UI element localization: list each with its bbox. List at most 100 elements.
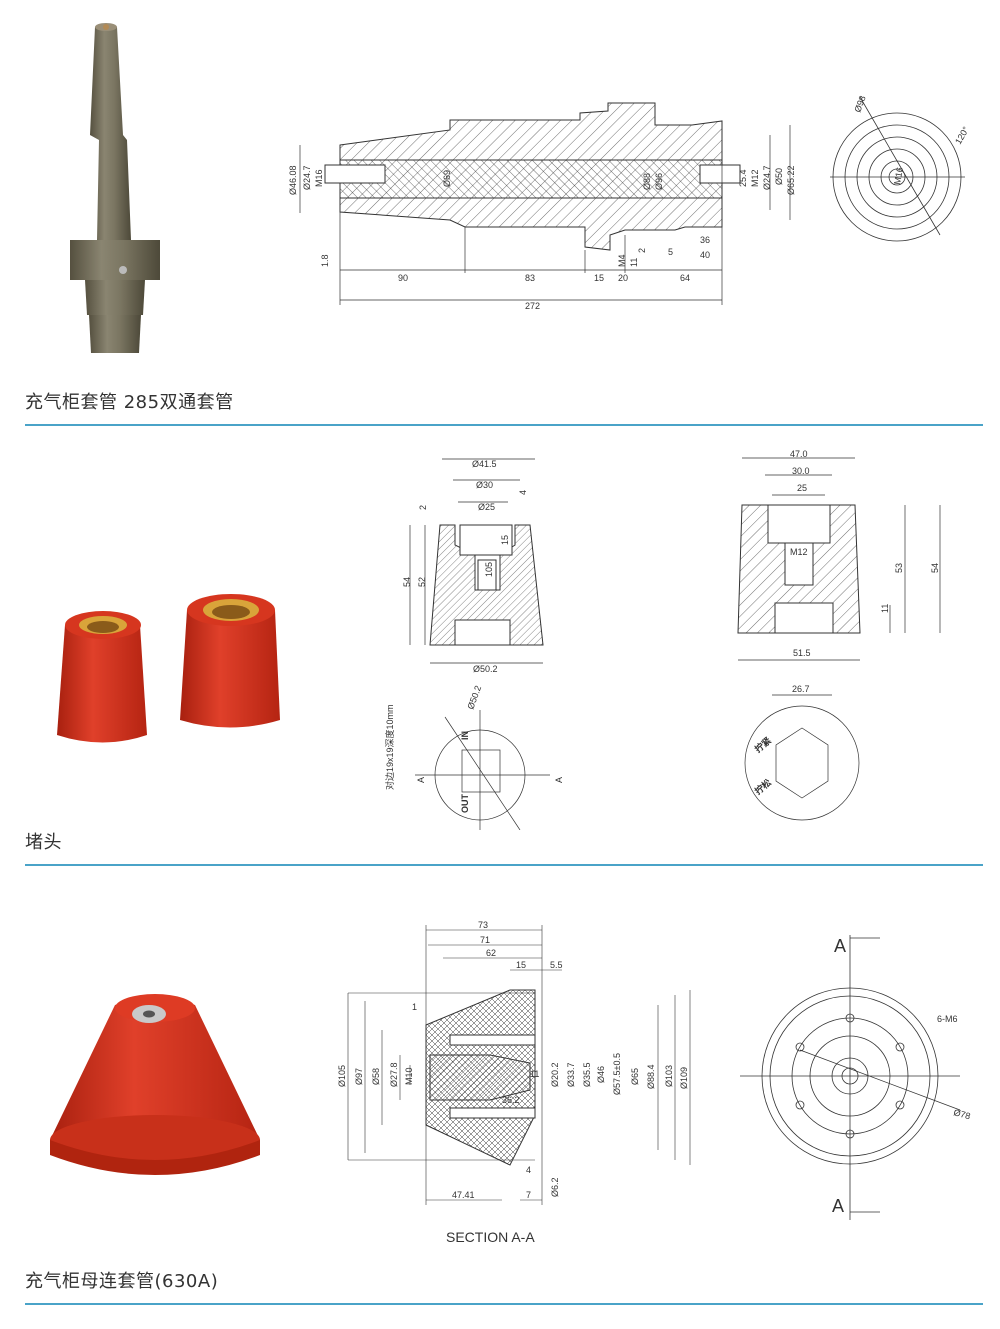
section-marker: A [554,777,564,783]
dim-label: 83 [525,273,535,283]
dim-label: 2 [637,248,647,253]
bushing-285-section-drawing: Ø46.08 Ø24.7 M16 Ø69 Ø88 Ø96 25.4 M12 Ø2… [288,102,796,311]
dim-label: 4 [526,1165,531,1175]
section-marker-top: A [834,936,846,956]
dim-label: Ø33.7 [566,1062,576,1087]
section-marker: A [416,777,426,783]
dim-label: Ø25 [478,502,495,512]
section-caption: SECTION A-A [446,1229,535,1245]
dim-label: 71 [480,935,490,945]
dim-label: 54 [930,563,940,573]
dim-label: Ø30 [476,480,493,490]
rotation-label-loosen: 拧松 [752,777,773,797]
note-text: 对边19x19深度10mm [384,704,395,790]
dim-label: M4 [617,254,627,267]
dim-label: 5.5 [550,960,563,970]
dim-label: M10 [404,1067,414,1085]
dim-label: Ø96 [654,173,664,190]
dim-label: 4 [518,490,528,495]
bushing-285-end-view: Ø98 120° M16 [830,94,971,242]
dim-label: 15 [500,535,510,545]
dim-label: 51.5 [793,648,811,658]
dim-label: 7 [526,1190,531,1200]
dim-label: 11 [880,604,890,613]
section-divider [25,424,983,426]
dim-label: Ø46.08 [288,165,298,195]
dim-label: 62 [486,948,496,958]
rotation-label-tighten: 拧紧 [752,735,773,755]
section-title-end-cap: 堵头 [25,832,62,853]
dim-label: 105 [484,562,494,577]
dim-label: Ø50.2 [473,664,498,674]
dim-label: Ø88 [642,173,652,190]
dim-label: 53 [894,563,904,573]
dim-label: Ø98 [852,94,867,113]
section-divider [25,864,983,866]
coupling-bushing-end-view: A A 6-M6 Ø78 [740,935,972,1220]
section-title-285-bushing: 充气柜套管 285双通套管 [25,392,234,413]
dim-label: Ø58 [371,1068,381,1085]
section-divider [25,1303,983,1305]
dim-label: Ø57.5±0.5 [612,1053,622,1095]
dim-label: Ø103 [664,1065,674,1087]
dim-label: 26.7 [792,684,810,694]
dim-label: Ø65 [630,1068,640,1085]
dim-label: 64 [680,273,690,283]
dim-label: 2 [418,505,428,510]
dim-label: 30.0 [792,466,810,476]
dim-label: Ø69 [442,170,452,187]
dim-label: M16 [892,166,905,185]
dim-label: Ø105 [337,1065,347,1087]
dim-label: Ø24.7 [302,165,312,190]
coupling-bushing-photo [50,994,260,1175]
dim-label: 36 [700,235,710,245]
bushing-285-photo [70,23,160,353]
dim-label: 11 [629,258,639,267]
dim-label: Ø41.5 [472,459,497,469]
dim-label: Ø6.2 [550,1177,560,1197]
dim-label: Ø35.5 [582,1062,592,1087]
dim-label: 15 [594,273,604,283]
dim-label: M12 [750,169,760,187]
section-marker-bottom: A [832,1196,844,1216]
dim-label: 6-M6 [937,1014,958,1024]
dim-label: M12 [790,547,808,557]
dim-label: Ø24.7 [762,165,772,190]
dim-label: Ø65.22 [786,165,796,195]
dim-label: 272 [525,301,540,311]
dim-label: Ø50.2 [465,684,483,710]
dim-label: Ø46 [596,1066,606,1083]
section-title-coupling-bushing: 充气柜母连套管(630A) [25,1271,219,1292]
dim-label: 47.41 [452,1190,475,1200]
rotation-label-in: IN [460,731,470,740]
dim-label: Ø27.8 [389,1062,399,1087]
dim-label: Ø97 [354,1068,364,1085]
coupling-bushing-section-drawing: 73 71 62 15 5.5 1 Ø105 Ø97 Ø58 Ø27.8 M10… [337,920,691,1245]
dim-label: 40 [700,250,710,260]
dim-label: M16 [314,169,324,187]
dim-label: 120° [953,125,971,146]
dim-label: Ø20.2 [550,1062,560,1087]
end-cap-a-drawing: Ø41.5 Ø30 Ø25 2 4 15 105 54 52 Ø50.2 Ø50… [384,458,564,830]
dim-label: 90 [398,273,408,283]
dim-label: Ø50 [774,168,784,185]
dim-label: 1.8 [320,254,330,267]
dim-label: 73 [478,920,488,930]
dim-label: 47.0 [790,449,808,459]
dim-label: 36.2 [502,1095,520,1105]
end-cap-b-drawing: 47.0 30.0 25 M12 53 54 11 51.5 26.7 拧紧 拧… [737,449,941,821]
dim-label: 15 [516,960,526,970]
dim-label: 25 [797,483,807,493]
dim-label: Ø109 [679,1067,689,1089]
end-cap-photo [57,594,280,743]
dim-label: 54 [402,577,412,587]
rotation-label-out: OUT [460,794,470,814]
dim-label: Ø88.4 [646,1064,656,1089]
dim-label: 1 [412,1002,417,1012]
dim-label: 5 [668,247,673,257]
dim-label: 25.4 [738,169,748,187]
dim-label: 11 [530,1069,539,1079]
dim-label: 52 [417,577,427,587]
dim-label: Ø78 [952,1107,971,1121]
dim-label: 20 [618,273,628,283]
